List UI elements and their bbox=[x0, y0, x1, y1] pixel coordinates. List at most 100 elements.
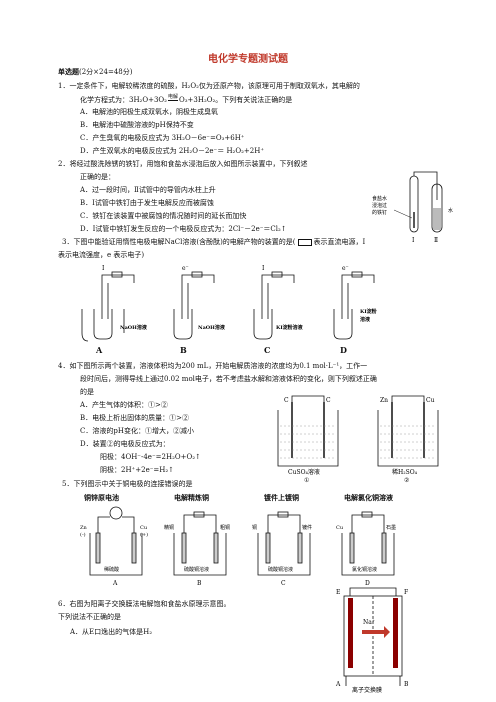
d-solution-label-2: 溶液 bbox=[360, 316, 371, 323]
b-current-label: e⁻ bbox=[182, 265, 189, 272]
d-power-icon bbox=[351, 271, 363, 278]
water bbox=[433, 208, 441, 230]
page-title: 电化学专题测试题 bbox=[208, 54, 288, 65]
a-plus: (+) bbox=[140, 531, 148, 538]
q1-equation-left: 化学方程式为：3H₂O+3O₂ bbox=[80, 96, 167, 104]
q6-option-a: A．从E口逸出的气体是H₂ bbox=[70, 628, 153, 636]
d-u-tube bbox=[333, 309, 353, 340]
a-u-tube bbox=[93, 309, 113, 340]
q4-option-a: A．产生气体的体积：①>② bbox=[80, 401, 168, 409]
q3-stem-b: 表示直流电源，I bbox=[313, 238, 366, 246]
cell-2-cu: Cu bbox=[426, 397, 435, 404]
q5-title-c: 镀件上镀铜 bbox=[264, 493, 299, 502]
a-power-icon bbox=[111, 271, 123, 278]
a-zn: Zn bbox=[80, 525, 87, 531]
q6-stem: 6．右图为阳离子交换膜法电解饱和食盐水原理示意图。 bbox=[58, 600, 231, 608]
fig-label-saltwater: 食盐水 bbox=[372, 195, 387, 202]
cell-1-beaker bbox=[277, 410, 339, 467]
outlet-f: F bbox=[404, 589, 408, 596]
q6-figure: Na⁺ E F A B 离子交换膜 bbox=[335, 587, 409, 694]
d-solution: 氯化铜溶液 bbox=[352, 566, 377, 573]
cell-1-number: ① bbox=[304, 477, 309, 484]
b-beaker bbox=[173, 533, 227, 576]
a-current-label: I bbox=[102, 265, 105, 272]
fig-label-ii: Ⅱ bbox=[434, 237, 438, 244]
cell-2-zn: Zn bbox=[380, 397, 388, 404]
q2-option-b: B．Ⅰ试管中铁钉由于发生电解反应而被腐蚀 bbox=[80, 199, 214, 207]
a-meter bbox=[109, 506, 123, 520]
q1-condition: 电解 bbox=[167, 94, 178, 101]
q1-equation-right: O₃+3H₂O₂。下列有关说法正确的是 bbox=[178, 96, 293, 104]
c-u-tube bbox=[253, 309, 273, 340]
q2-option-a: A．过一段时间，Ⅱ试管中的导管内水柱上升 bbox=[80, 186, 216, 194]
q1-stem: 1．一定条件下，电解较稀浓度的硫酸，H₂O₂仅为还原产物，该原理可用于制取双氧水… bbox=[58, 82, 360, 90]
a-solution: 稀硫酸 bbox=[104, 566, 119, 573]
q4-stem-2: 段时间后，测得导线上通过0.02 mol电子，若不考虑盐水解和溶液体积的变化，则… bbox=[80, 375, 377, 383]
a-solution-label: NaOH溶液 bbox=[120, 324, 148, 331]
q1-option-b: B．电解池中硫酸溶液的pH保持不变 bbox=[80, 121, 194, 129]
fig-label-soaked: 浸泡过 bbox=[372, 202, 387, 209]
q3-stem: 3．下图中能验证用惰性电极电解NaCl溶液(含酚酞)的电解产物的装置的是( 表示直… bbox=[62, 238, 365, 247]
c-left: 铜 bbox=[252, 524, 257, 531]
q5-title-a: 铜锌原电池 bbox=[84, 493, 119, 502]
q5-stem: 5．下列图示中关于铜电极的连接错误的是 bbox=[62, 480, 193, 488]
cell-1-solution: CuSO₄溶液 bbox=[288, 468, 320, 476]
q6-stem-2: 下列说法不正确的是 bbox=[58, 613, 121, 621]
cell-1-c-right: C bbox=[326, 397, 331, 404]
q4-option-d-anode: 阳极：4OH⁻-4e⁻=2H₂O+O₂↑ bbox=[100, 453, 201, 461]
d-beaker bbox=[341, 533, 395, 576]
c-beaker bbox=[257, 533, 311, 576]
c-solution-label: KI淀粉溶液 bbox=[276, 324, 304, 331]
a-cu: Cu bbox=[140, 525, 148, 531]
q5-title-d: 电解氯化铜溶液 bbox=[344, 493, 393, 502]
membrane-label: 离子交换膜 bbox=[352, 686, 382, 694]
power-source-icon bbox=[297, 238, 312, 246]
q4-option-d: D．装置②的电极反应式为： bbox=[80, 440, 170, 448]
q3-label-d: D bbox=[340, 345, 347, 355]
b-right: 粗铜 bbox=[220, 524, 230, 531]
outlet-e: E bbox=[336, 589, 340, 596]
connecting-tube bbox=[413, 171, 438, 200]
q4-option-d-cathode: 阴极：2H⁺+2e⁻=H₂↑ bbox=[100, 466, 175, 474]
inlet-b: B bbox=[404, 681, 409, 688]
q4-stem-3: 的是 bbox=[80, 388, 94, 396]
pointer-line bbox=[393, 209, 413, 219]
q3-label-b: B bbox=[180, 345, 187, 355]
q4-option-b: B．电极上析出固体的质量：①>② bbox=[80, 414, 190, 422]
d-left: Cu bbox=[336, 525, 344, 531]
label-b: B bbox=[197, 580, 202, 587]
c-solution: 硫酸铜溶液 bbox=[268, 566, 293, 573]
left-electrode bbox=[348, 598, 353, 668]
sodium-ion-label: Na⁺ bbox=[363, 619, 375, 626]
b-power-icon bbox=[193, 511, 205, 518]
d-right: 石墨 bbox=[386, 525, 396, 531]
b-power-icon bbox=[191, 271, 203, 278]
c-right: 镀件 bbox=[302, 524, 312, 531]
c-current-label: I bbox=[262, 265, 265, 272]
b-solution-label: NaOH溶液 bbox=[198, 324, 226, 331]
cell-2-number: ② bbox=[404, 477, 409, 484]
c-power-icon bbox=[277, 511, 289, 518]
q2-stem-2: 正确的是： bbox=[80, 173, 115, 181]
section-label: 单选题 bbox=[58, 67, 79, 76]
q5-figure: Zn (-) Cu (+) 稀硫酸 精铜 粗铜 硫酸铜溶液 铜 镀件 硫酸铜溶液… bbox=[80, 506, 396, 587]
section-note: (2分×24=48分) bbox=[79, 68, 133, 76]
q1-option-c: C．产生臭氧的电极反应式为 3H₂O－6e⁻=O₃+6H⁺ bbox=[80, 134, 245, 142]
q3-label-c: C bbox=[264, 345, 271, 355]
fig-label-nail: 的铁钉 bbox=[372, 209, 387, 216]
q4-option-c: C．溶液的pH变化：①增大，②减小 bbox=[80, 427, 194, 435]
q3-stem-a: 3．下图中能验证用惰性电极电解NaCl溶液(含酚酞)的电解产物的装置的是( bbox=[62, 238, 296, 246]
fig-label-water: 水 bbox=[448, 207, 453, 214]
q2-stem: 2．将经过酸洗除锈的铁钉，用饱和食盐水浸泡后放入如图所示装置中，下列叙述 bbox=[58, 160, 308, 168]
cell-1-c-left: C bbox=[284, 397, 289, 404]
q2-option-d: D．Ⅰ试管中铁钉发生反应的一个电极反应式为：2Cl⁻－2e⁻＝Cl₂↑ bbox=[80, 225, 287, 233]
q2-figure: 食盐水 浸泡过 的铁钉 水 Ⅰ Ⅱ bbox=[372, 171, 453, 244]
section-heading: 单选题(2分×24=48分) bbox=[58, 67, 132, 77]
right-electrode bbox=[393, 598, 398, 668]
a-minus: (-) bbox=[80, 531, 86, 538]
fig-label-i: Ⅰ bbox=[412, 237, 415, 244]
label-c: C bbox=[281, 580, 286, 587]
label-a: A bbox=[112, 580, 118, 587]
q3-label-a: A bbox=[96, 345, 103, 355]
